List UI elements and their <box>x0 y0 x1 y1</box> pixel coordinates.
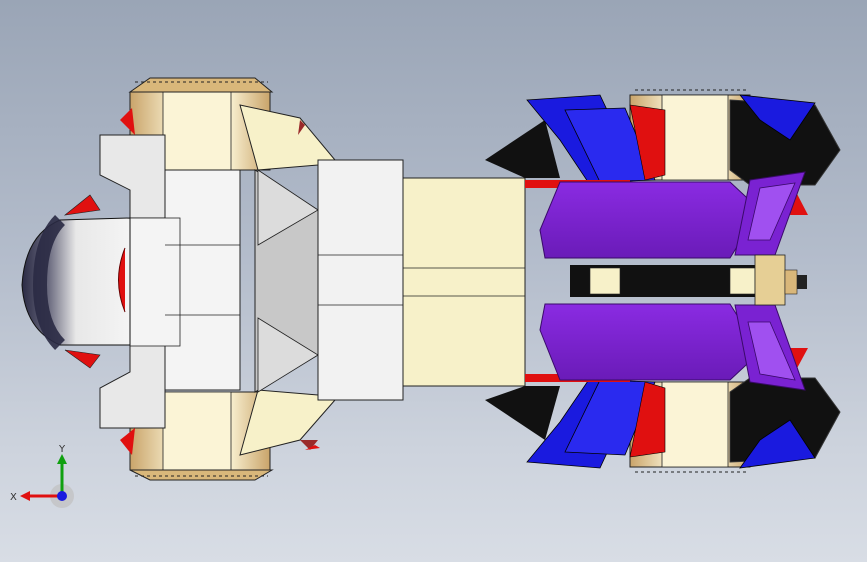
purple-fin-top <box>539 181 761 259</box>
front-assembly <box>21 77 274 481</box>
purple-fin-bottom <box>539 303 761 381</box>
center-chassis <box>239 104 526 456</box>
rear-assembly <box>485 89 841 473</box>
x-axis-label: X <box>10 492 17 503</box>
y-axis-label: Y <box>58 444 66 455</box>
coordinate-triad-icon: Y X <box>10 444 74 508</box>
